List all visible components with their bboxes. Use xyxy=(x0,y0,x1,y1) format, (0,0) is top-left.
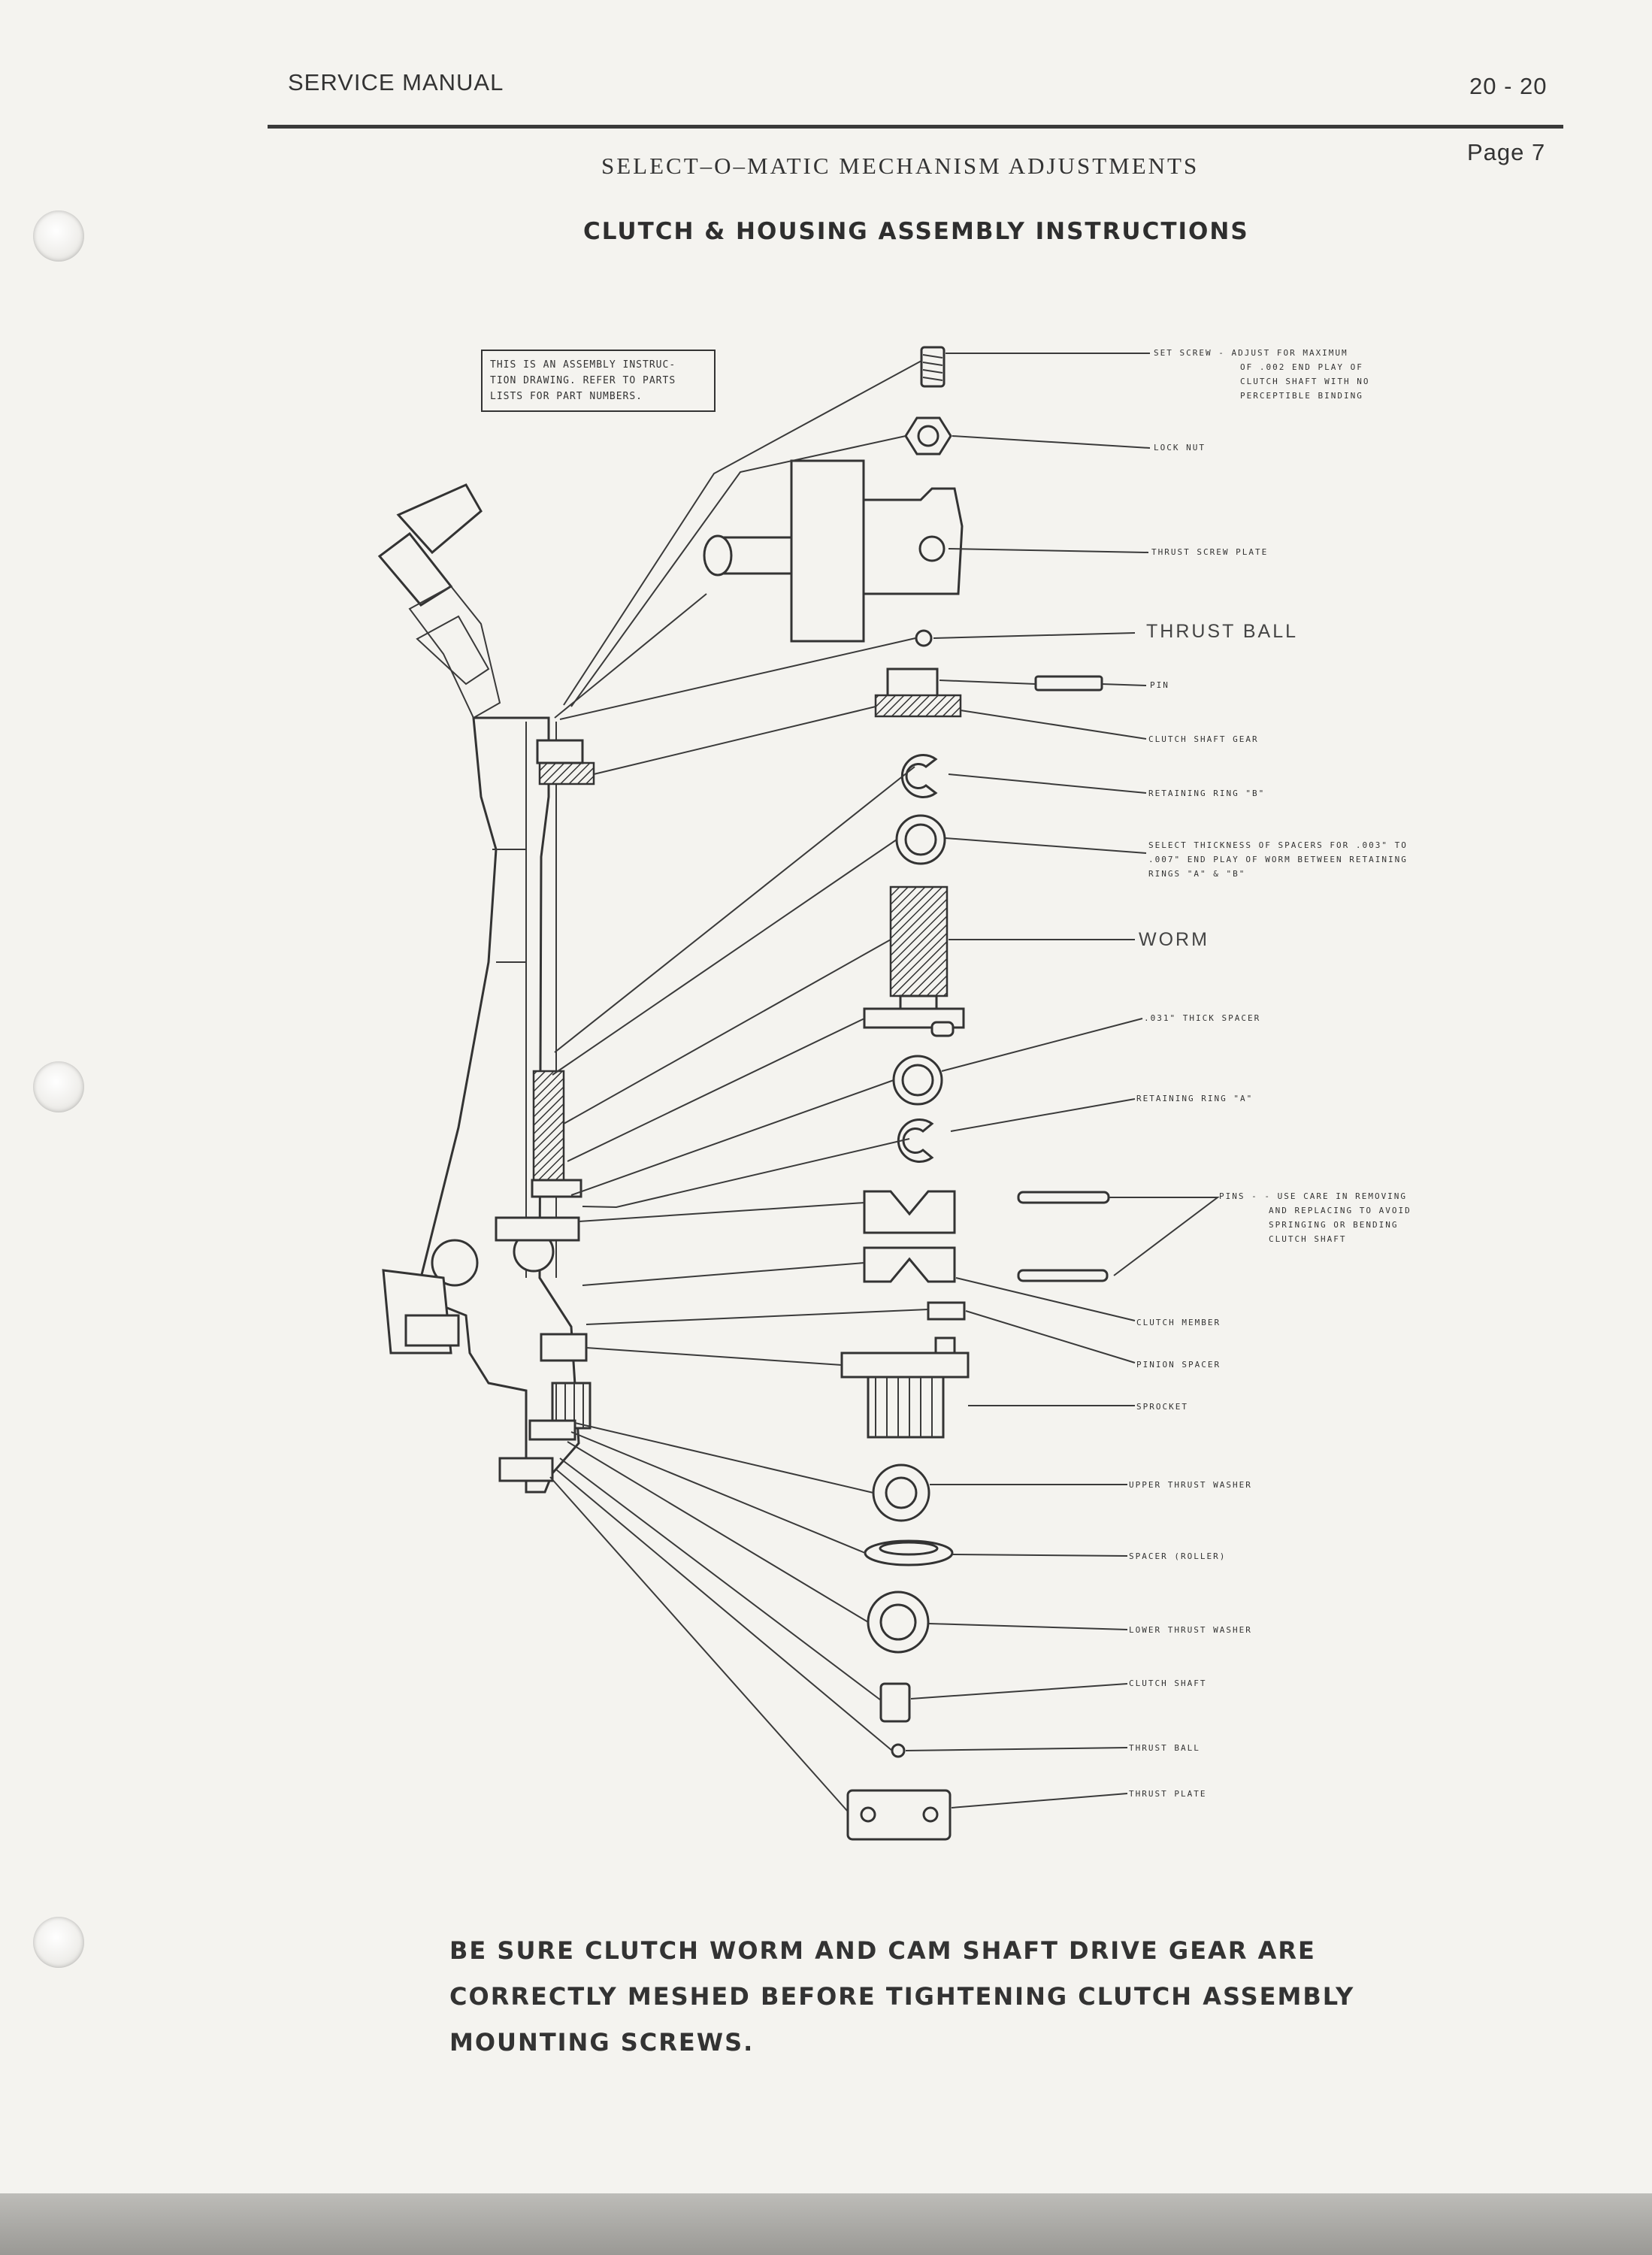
label-pinion-spacer: PINION SPACER xyxy=(1136,1360,1221,1370)
assembly-lines xyxy=(549,360,929,1812)
part-pin-top xyxy=(1034,675,1103,692)
part-thrust-ball-bottom xyxy=(891,1743,906,1758)
label-retaining-ring-b: RETAINING RING "B" xyxy=(1148,788,1266,798)
label-lower-thrust-washer: LOWER THRUST WASHER xyxy=(1129,1625,1252,1635)
label-sprocket: SPROCKET xyxy=(1136,1402,1188,1412)
part-upper-thrust-washer xyxy=(872,1463,930,1522)
part-spacers xyxy=(895,814,946,865)
label-clutch-member: CLUTCH MEMBER xyxy=(1136,1318,1221,1327)
label-lock-nut: LOCK NUT xyxy=(1154,443,1206,453)
label-leaders xyxy=(905,353,1220,1809)
label-thick-spacer: .031" THICK SPACER xyxy=(1144,1013,1261,1023)
part-retaining-ring-a xyxy=(897,1118,934,1163)
header-right: 20 - 20 xyxy=(1469,73,1548,99)
header-left: SERVICE MANUAL xyxy=(288,69,504,95)
label-thrust-plate: THRUST PLATE xyxy=(1129,1789,1207,1799)
clutch-housing xyxy=(377,483,595,1494)
part-sprocket xyxy=(840,1336,970,1439)
page-title: SELECT–O–MATIC MECHANISM ADJUSTMENTS xyxy=(601,153,1200,179)
label-thrust-screw-plate: THRUST SCREW PLATE xyxy=(1151,547,1269,557)
part-worm xyxy=(863,885,965,1037)
label-retaining-ring-a: RETAINING RING "A" xyxy=(1136,1094,1254,1103)
part-thrust-plate xyxy=(846,1789,952,1841)
label-select-spacers: SELECT THICKNESS OF SPACERS FOR .003" TO… xyxy=(1148,840,1408,879)
part-thrust-ball-top xyxy=(915,629,933,647)
part-pinion-spacer xyxy=(927,1301,966,1321)
label-pin: PIN xyxy=(1150,680,1169,690)
label-upper-thrust-washer: UPPER THRUST WASHER xyxy=(1129,1480,1252,1490)
label-worm: WORM xyxy=(1139,929,1209,950)
part-thrust-screw-plate xyxy=(703,459,964,643)
part-lower-thrust-washer xyxy=(867,1591,930,1654)
part-retaining-ring-b xyxy=(900,754,938,798)
punch-hole-middle xyxy=(33,1061,84,1112)
label-clutch-shaft-gear: CLUTCH SHAFT GEAR xyxy=(1148,734,1259,744)
page-number: Page 7 xyxy=(1467,139,1546,165)
part-clutch-shaft-gear xyxy=(874,667,962,718)
part-thick-spacer xyxy=(892,1055,943,1106)
label-pins: PINS - - USE CARE IN REMOVING AND REPLAC… xyxy=(1219,1191,1411,1244)
punch-hole-top xyxy=(33,210,84,262)
page-subtitle: CLUTCH & HOUSING ASSEMBLY INSTRUCTIONS xyxy=(583,218,1249,245)
label-thrust-ball-top: THRUST BALL xyxy=(1146,621,1299,642)
part-pins xyxy=(1017,1191,1110,1282)
scan-bottom-edge xyxy=(0,2193,1652,2255)
label-set-screw: SET SCREW - ADJUST FOR MAXIMUM OF .002 E… xyxy=(1154,348,1370,401)
part-set-screw xyxy=(920,346,946,388)
label-clutch-shaft: CLUTCH SHAFT xyxy=(1129,1678,1207,1688)
label-thrust-ball-bottom: THRUST BALL xyxy=(1129,1743,1200,1753)
footer-instructions: BE SURE CLUTCH WORM AND CAM SHAFT DRIVE … xyxy=(449,1936,1355,2057)
label-spacer-roller: SPACER (ROLLER) xyxy=(1129,1551,1227,1561)
punch-hole-bottom xyxy=(33,1917,84,1968)
part-clutch-shaft xyxy=(879,1682,911,1723)
part-spacer-roller xyxy=(864,1539,954,1566)
part-lock-nut xyxy=(904,416,952,456)
part-clutch-member xyxy=(863,1190,956,1283)
note-box: THIS IS AN ASSEMBLY INSTRUC- TION DRAWIN… xyxy=(481,350,716,412)
header-rule xyxy=(268,125,1563,129)
